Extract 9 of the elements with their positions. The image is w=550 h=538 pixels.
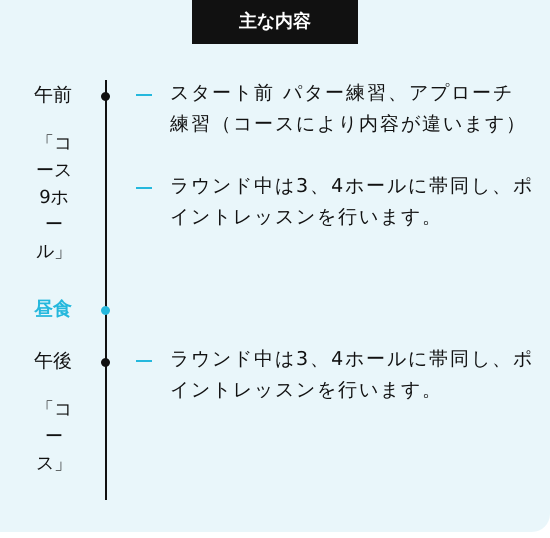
activity-text: スタート前 パター練習、アプローチ練習（コースにより内容が違います） (170, 81, 528, 137)
activity-text: ラウンド中は3、4ホールに帯同し、ポイントレッスンを行います。 (170, 347, 535, 403)
activity-text: ラウンド中は3、4ホールに帯同し、ポイントレッスンを行います。 (170, 174, 535, 230)
course-note: 「コース」 (35, 398, 73, 476)
time-label: 昼食 (34, 297, 72, 322)
course-note: 「コース9ホール」 (35, 132, 73, 264)
time-label: 午後 (34, 349, 72, 374)
heading-tab: 主な内容 (192, 0, 358, 44)
time-label: 午前 (34, 83, 72, 108)
